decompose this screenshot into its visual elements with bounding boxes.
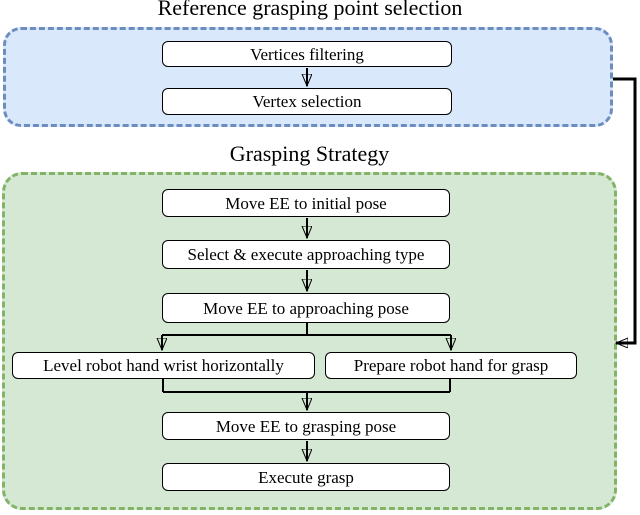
node-vertex-selection: Vertex selection bbox=[162, 88, 452, 115]
node-vertices-filtering: Vertices filtering bbox=[162, 41, 452, 67]
section-title-grasping-strategy: Grasping Strategy bbox=[229, 141, 390, 166]
node-move-ee-initial-pose: Move EE to initial pose bbox=[162, 189, 450, 217]
node-move-ee-grasping-pose: Move EE to grasping pose bbox=[162, 412, 450, 440]
node-prepare-robot-hand: Prepare robot hand for grasp bbox=[325, 352, 577, 379]
node-select-execute-approaching-type: Select & execute approaching type bbox=[162, 240, 450, 269]
section-container-grasping-strategy bbox=[2, 172, 617, 510]
node-execute-grasp: Execute grasp bbox=[162, 463, 450, 491]
section-title-reference-grasping: Reference grasping point selection bbox=[157, 0, 463, 20]
node-move-ee-approaching-pose: Move EE to approaching pose bbox=[162, 293, 450, 323]
node-level-robot-hand-wrist: Level robot hand wrist horizontally bbox=[12, 352, 315, 379]
